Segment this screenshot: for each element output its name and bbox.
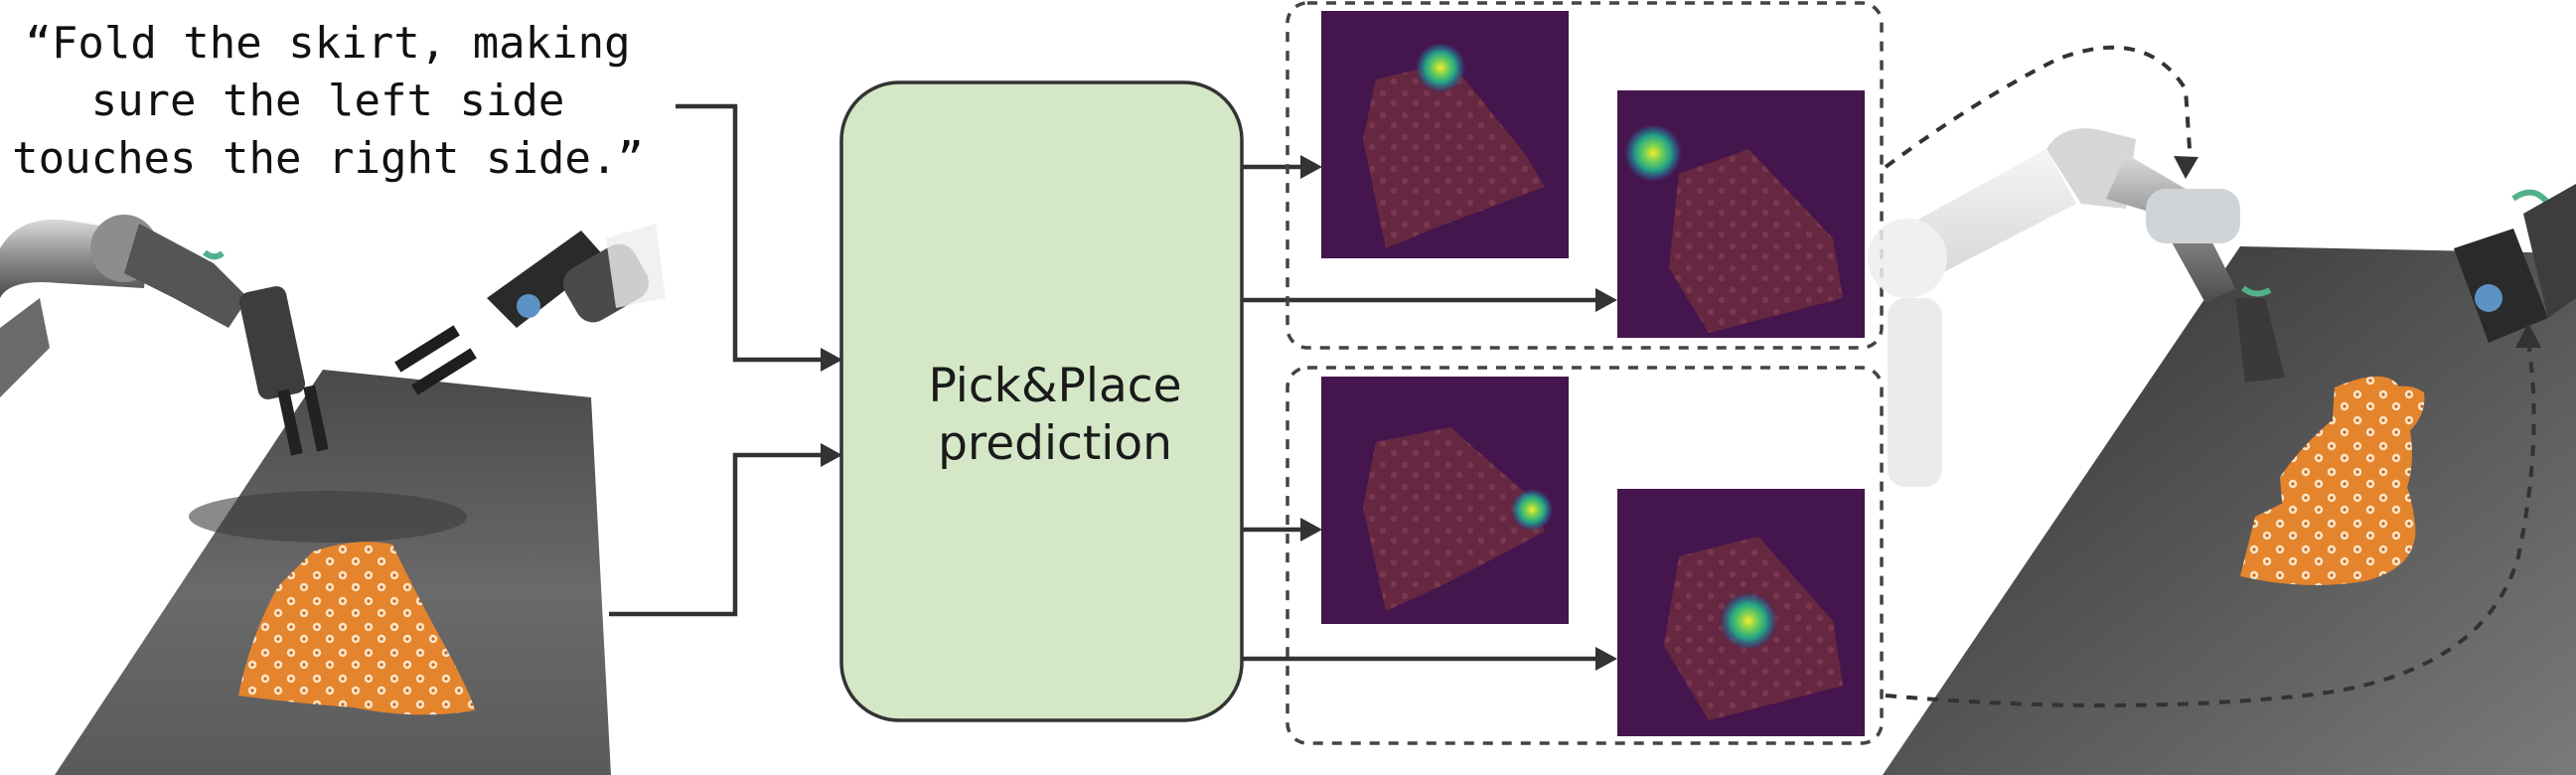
model-label-line-2: prediction [938, 416, 1172, 471]
pick-2-arrowhead [1300, 518, 1322, 542]
pick-heatmap-1 [1321, 11, 1569, 258]
fold-step-2-group [1286, 366, 1884, 745]
arm-shadow [189, 491, 467, 542]
pick-place-model-block [839, 80, 1244, 722]
table-surface-right [1883, 246, 2576, 775]
right-scene-robot-arm [2106, 154, 2576, 383]
observation-connector [609, 452, 830, 617]
instruction-line-2: sure the left side [91, 76, 565, 126]
pick-1-arrowhead [1300, 155, 1322, 179]
pick-to-place-trajectory [1884, 45, 2193, 169]
model-label-line-1: Pick&Place [928, 359, 1181, 413]
place-2-arrowhead [1595, 647, 1617, 671]
initial-scene-render [0, 215, 666, 775]
instruction-line-1: “Fold the skirt, making [25, 18, 630, 69]
place-heatmap-2 [1617, 489, 1865, 736]
instruction-arrowhead [821, 348, 842, 372]
ghost-robot-arm [1868, 128, 2136, 487]
return-trajectory [1885, 342, 2536, 707]
instruction-line-3: touches the right side.” [12, 133, 644, 184]
observation-arrowhead [821, 443, 842, 467]
place-1-arrowhead [1595, 288, 1617, 312]
trajectory-arrowhead-right [2515, 323, 2541, 348]
language-instruction: “Fold the skirt, making sure the left si… [12, 18, 644, 184]
folded-result-scene [1868, 128, 2576, 775]
right-robot-arm [394, 224, 666, 395]
pick-heatmap-2 [1321, 377, 1569, 624]
flat-skirt [238, 542, 475, 715]
instruction-connector [676, 103, 830, 363]
fold-step-1-group [1286, 1, 1884, 350]
trajectory-arrowhead-top [2174, 156, 2198, 179]
left-robot-arm [0, 215, 329, 456]
place-heatmap-1 [1617, 90, 1865, 338]
